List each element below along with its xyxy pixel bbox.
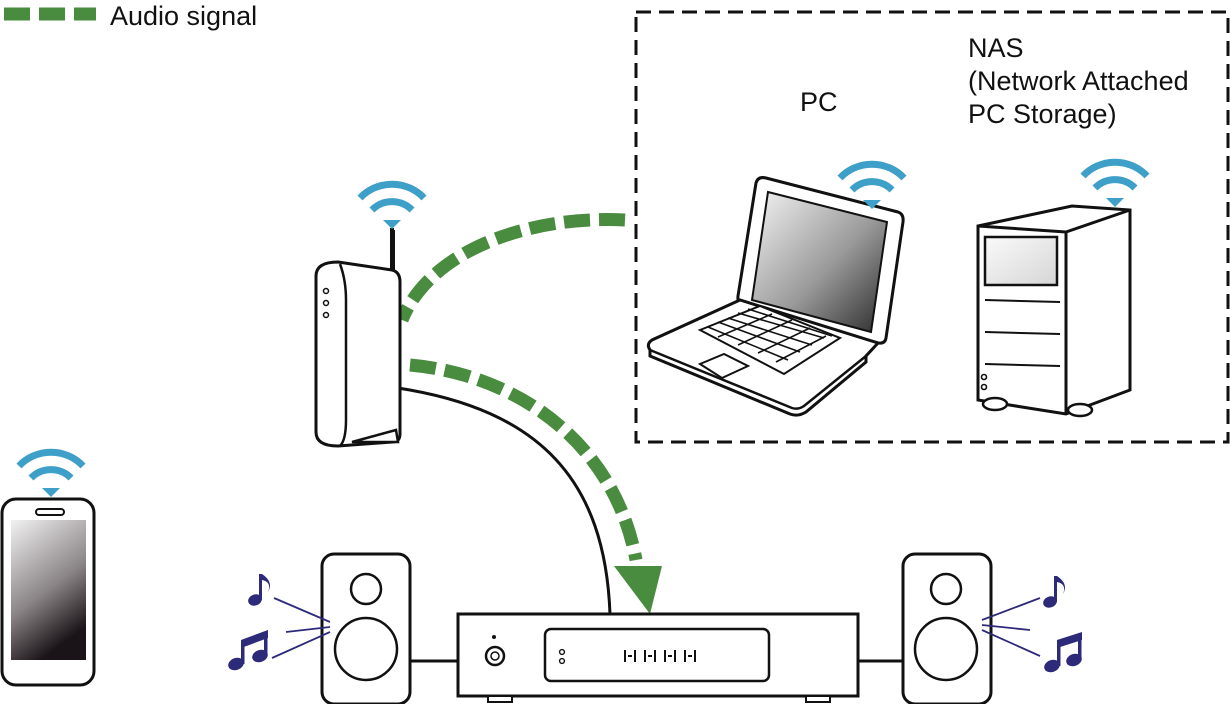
nas-tower-icon (976, 204, 1132, 418)
sound-lines-right (981, 597, 1041, 657)
smartphone-icon (0, 497, 96, 687)
nas-label: NAS (Network Attached PC Storage) (968, 32, 1189, 131)
music-note-icon (1043, 576, 1065, 608)
router-icon (314, 228, 402, 448)
nas-label-line2: (Network Attached (968, 66, 1189, 96)
nas-label-line1: NAS (968, 33, 1024, 63)
laptop-icon (646, 176, 905, 417)
nas-label-line3: PC Storage) (968, 99, 1117, 129)
legend-label: Audio signal (110, 1, 258, 31)
speaker-icon-right (901, 552, 993, 704)
audio-path-router-to-player (409, 358, 643, 562)
wifi-icon-phone (16, 448, 86, 497)
music-note-icon (228, 630, 268, 671)
pc-label: PC (800, 87, 838, 117)
lan-cable (397, 386, 612, 615)
wifi-icon-nas (1080, 158, 1150, 207)
wifi-icon-router (357, 180, 427, 229)
wifi-icon-laptop (837, 160, 907, 209)
network-player-icon (456, 612, 860, 703)
sound-lines-left (271, 597, 331, 659)
audio-arrowhead (614, 566, 662, 614)
speaker-icon-left (320, 552, 412, 704)
network-storage-group-box (634, 10, 1230, 444)
music-note-icon (1044, 632, 1082, 673)
music-note-icon (248, 574, 270, 606)
audio-path-storage-to-router (395, 213, 626, 323)
